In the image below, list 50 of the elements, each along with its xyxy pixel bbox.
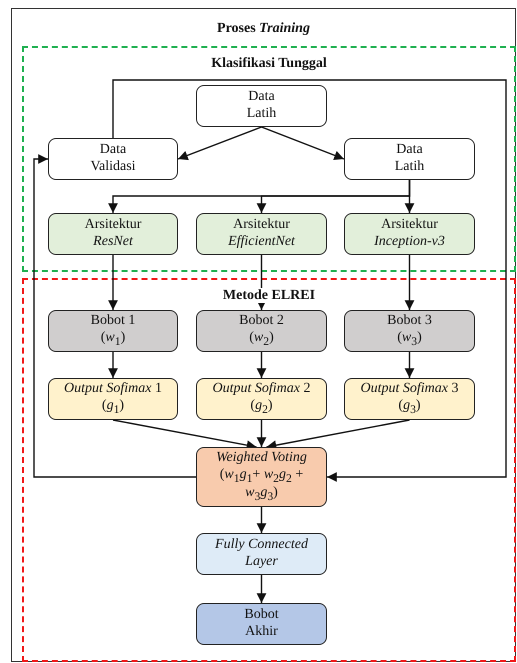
box-label: Fully Connected Layer <box>214 537 309 571</box>
box-label: Bobot 3 (w$_{3}$) <box>386 313 433 349</box>
arrow <box>404 180 414 213</box>
arrow <box>256 352 266 378</box>
arrow <box>256 420 266 447</box>
process-box <box>196 310 327 352</box>
box-label: Arsitektur EfficientNet <box>227 217 296 251</box>
box-label: Output Sofimax 1 (g$_{1}$) <box>63 381 163 417</box>
box-label: Bobot Akhir <box>243 607 280 641</box>
box-label: Bobot 2 (w$_{2}$) <box>238 313 285 349</box>
process-box <box>48 138 178 180</box>
box-label: Data Latih <box>394 142 426 176</box>
outer-frame <box>11 8 516 662</box>
box-label: Data Latih <box>246 89 278 123</box>
arrow <box>256 575 266 603</box>
process-box <box>196 85 327 127</box>
box-label: Output Sofimax 2 (g$_{2}$) <box>212 381 312 417</box>
arrow <box>108 255 118 310</box>
arrow <box>266 419 410 450</box>
process-box <box>196 378 327 420</box>
box-label: Data Validasi <box>89 142 137 176</box>
group-frame <box>22 46 516 272</box>
arrow <box>404 255 414 310</box>
process-box <box>48 213 178 255</box>
process-box <box>196 603 327 645</box>
group-frame <box>22 278 516 662</box>
box-label: Output Sofimax 3 (g$_{3}$) <box>360 381 460 417</box>
process-box <box>48 310 178 352</box>
box-label: Weighted Voting (w$_{1}$g$_{1}$+ w$_{2}$g$_{2}$ + w$_{3}$g$_{3}$) <box>215 450 308 504</box>
process-box <box>196 447 327 507</box>
process-box <box>344 213 475 255</box>
process-box <box>344 310 475 352</box>
process-box <box>344 138 475 180</box>
process-box <box>196 533 327 575</box>
arrow <box>112 79 507 482</box>
group-heading: Proses Training <box>214 21 313 36</box>
box-label: Arsitektur ResNet <box>84 217 142 251</box>
arrow <box>108 352 118 378</box>
box-label: Bobot 1 (w$_{1}$) <box>90 313 136 349</box>
group-heading: Klasifikasi Tunggal <box>208 56 330 71</box>
arrow <box>33 154 196 478</box>
box-label: Arsitektur Inception-v3 <box>373 217 446 251</box>
process-box <box>344 378 475 420</box>
arrow <box>404 352 414 378</box>
arrow <box>256 507 266 533</box>
arrow <box>112 419 257 450</box>
arrow <box>261 126 344 160</box>
process-box <box>48 378 178 420</box>
process-box <box>196 213 327 255</box>
arrow <box>178 126 262 160</box>
